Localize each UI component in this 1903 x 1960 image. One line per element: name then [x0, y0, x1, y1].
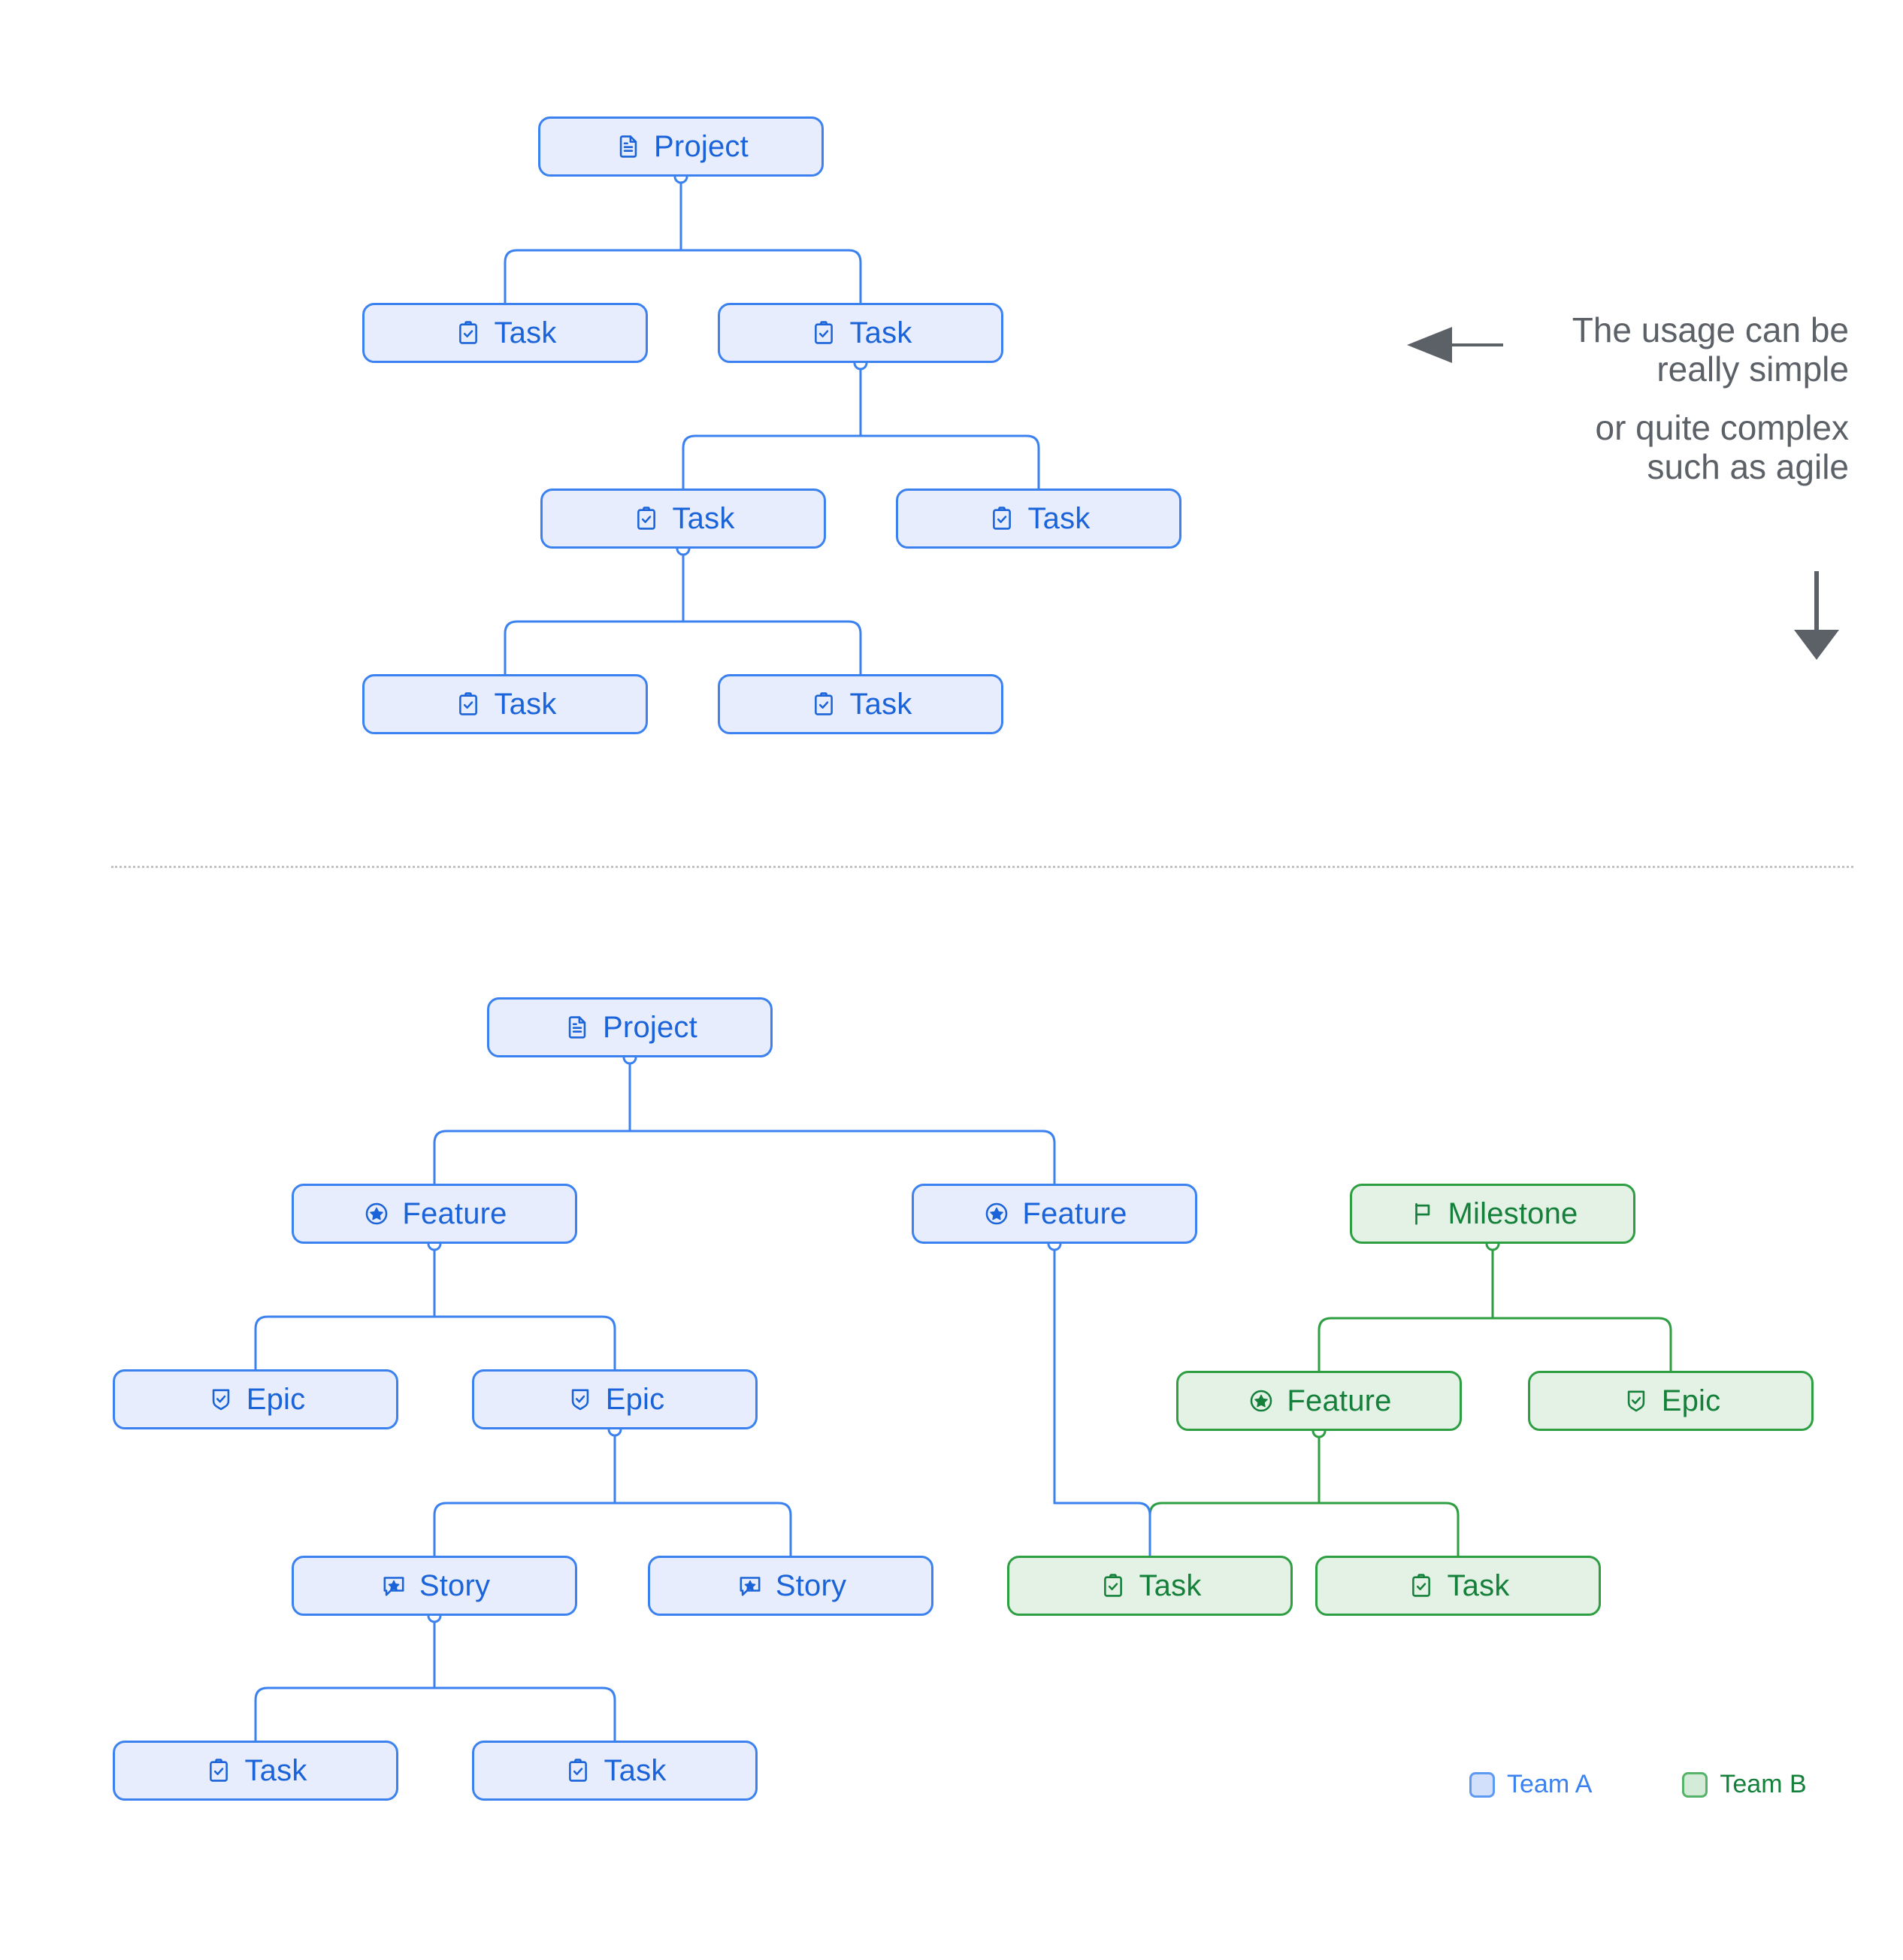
- annotation-line-3: or quite complex: [1595, 407, 1850, 447]
- node-label: Feature: [402, 1197, 507, 1230]
- feature-icon: [362, 1199, 392, 1229]
- node-label: Story: [419, 1569, 491, 1602]
- node-task[interactable]: Task: [362, 303, 648, 363]
- feature-icon: [982, 1199, 1012, 1229]
- connector-bus: [433, 1502, 792, 1557]
- node-task[interactable]: Task: [540, 488, 826, 549]
- node-label: Feature: [1287, 1384, 1392, 1417]
- node-label: Story: [775, 1569, 847, 1602]
- node-label: Task: [1139, 1569, 1202, 1602]
- node-label: Project: [654, 130, 749, 163]
- connector-bus: [254, 1686, 616, 1742]
- task-icon: [1406, 1571, 1436, 1601]
- task-icon: [563, 1756, 593, 1786]
- node-task[interactable]: Task: [1315, 1556, 1601, 1616]
- node-epic[interactable]: Epic: [1528, 1371, 1814, 1431]
- node-story[interactable]: Story: [648, 1556, 933, 1616]
- node-label: Project: [603, 1011, 697, 1044]
- connector-bus: [254, 1315, 616, 1371]
- node-epic[interactable]: Epic: [113, 1369, 398, 1429]
- node-label: Milestone: [1448, 1197, 1578, 1230]
- node-task[interactable]: Task: [896, 488, 1181, 549]
- connector-bus: [504, 620, 862, 676]
- annotation-line-1: The usage can be: [1572, 310, 1849, 349]
- node-label: Epic: [246, 1383, 306, 1416]
- task-icon: [453, 689, 483, 719]
- connector-bus: [1148, 1502, 1460, 1557]
- legend: Team A Team B: [1469, 1770, 1807, 1799]
- annotation-text: The usage can be really simple or quite …: [1518, 310, 1850, 487]
- team-b-label: Team B: [1720, 1770, 1807, 1798]
- node-task[interactable]: Task: [718, 303, 1003, 363]
- node-task[interactable]: Task: [718, 674, 1003, 734]
- node-project[interactable]: Project: [538, 116, 824, 177]
- task-icon: [987, 504, 1017, 534]
- task-icon: [453, 318, 483, 348]
- document-icon: [562, 1012, 592, 1042]
- node-task[interactable]: Task: [113, 1741, 398, 1801]
- node-feature[interactable]: Feature: [912, 1184, 1197, 1244]
- flag-icon: [1408, 1199, 1438, 1229]
- section-divider: [111, 866, 1853, 868]
- node-task[interactable]: Task: [1007, 1556, 1293, 1616]
- node-project[interactable]: Project: [487, 997, 773, 1057]
- node-task[interactable]: Task: [362, 674, 648, 734]
- node-label: Task: [244, 1754, 307, 1787]
- node-label: Epic: [605, 1383, 665, 1416]
- feature-icon: [1246, 1386, 1276, 1416]
- node-task[interactable]: Task: [472, 1741, 758, 1801]
- connector-bus: [433, 1130, 1056, 1185]
- node-label: Task: [1447, 1569, 1510, 1602]
- task-icon: [809, 318, 839, 348]
- down-arrow-icon: [1794, 571, 1839, 660]
- annotation-line-4: such as agile: [1647, 446, 1850, 486]
- node-label: Epic: [1661, 1384, 1721, 1417]
- node-label: Task: [1027, 502, 1091, 535]
- node-story[interactable]: Story: [292, 1556, 577, 1616]
- node-milestone[interactable]: Milestone: [1350, 1184, 1635, 1244]
- epic-icon: [565, 1384, 595, 1414]
- node-label: Task: [604, 1754, 667, 1787]
- node-label: Task: [672, 502, 735, 535]
- node-label: Task: [494, 316, 557, 349]
- task-icon: [1098, 1571, 1128, 1601]
- task-icon: [204, 1756, 234, 1786]
- epic-icon: [206, 1384, 236, 1414]
- node-epic[interactable]: Epic: [472, 1369, 758, 1429]
- team-a-label: Team A: [1507, 1770, 1593, 1798]
- node-feature[interactable]: Feature: [292, 1184, 577, 1244]
- story-icon: [379, 1571, 409, 1601]
- node-label: Task: [849, 688, 912, 721]
- team-b-swatch: [1682, 1771, 1708, 1798]
- team-a-swatch: [1469, 1771, 1495, 1798]
- legend-item-team-b[interactable]: Team B: [1682, 1770, 1807, 1799]
- document-icon: [613, 132, 643, 162]
- task-icon: [631, 504, 661, 534]
- connector-branch: [1053, 1502, 1151, 1557]
- story-icon: [735, 1571, 765, 1601]
- node-feature[interactable]: Feature: [1176, 1371, 1462, 1431]
- connector-bus: [1318, 1317, 1672, 1372]
- left-arrow-icon: [1407, 327, 1503, 363]
- task-icon: [809, 689, 839, 719]
- connector-bus: [682, 434, 1040, 490]
- epic-icon: [1621, 1386, 1651, 1416]
- node-label: Task: [849, 316, 912, 349]
- legend-item-team-a[interactable]: Team A: [1469, 1770, 1592, 1799]
- node-label: Feature: [1022, 1197, 1127, 1230]
- node-label: Task: [494, 688, 557, 721]
- annotation-line-2: really simple: [1656, 349, 1849, 389]
- connector-bus: [504, 249, 862, 304]
